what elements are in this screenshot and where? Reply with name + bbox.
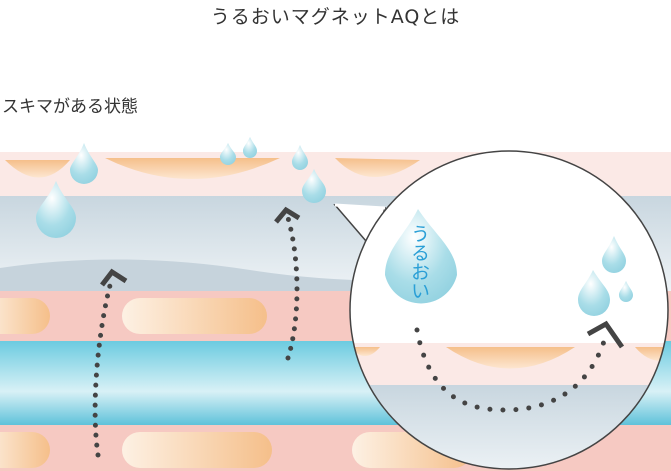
state-subtitle: スキマがある状態 xyxy=(2,97,138,117)
page-title: うるおいマグネットAQとは xyxy=(210,6,461,28)
zoom-bubble xyxy=(333,150,669,470)
drop-label: うるおい xyxy=(408,224,430,300)
moisture-escape-arrows xyxy=(92,206,301,458)
big-drop-icon xyxy=(385,209,457,304)
water-drops-left xyxy=(36,137,326,238)
